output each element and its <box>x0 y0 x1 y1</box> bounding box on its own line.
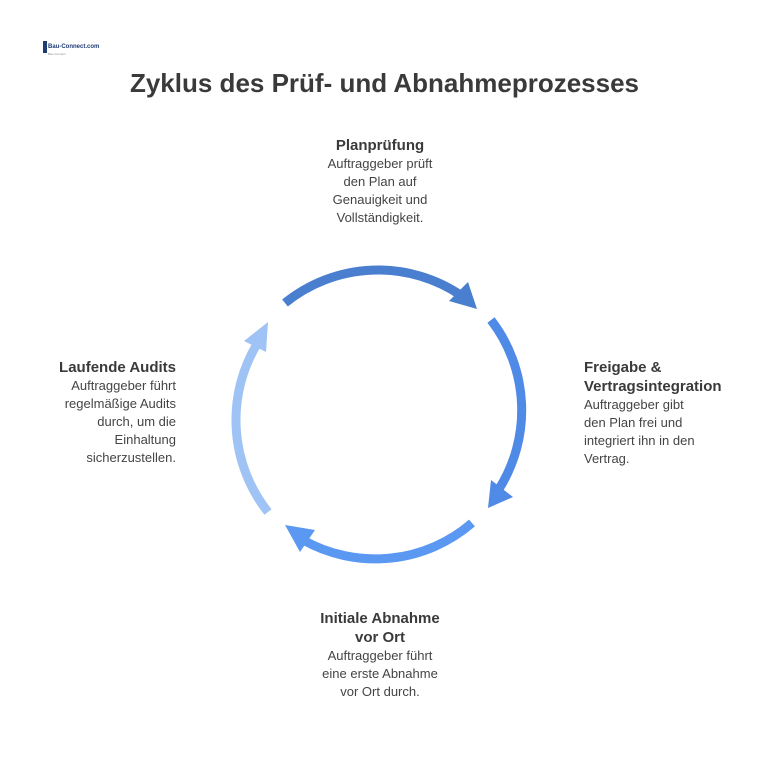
arrow-top-icon <box>449 282 477 309</box>
step-description: Auftraggeber gibt den Plan frei und inte… <box>584 397 695 466</box>
step-initial-acceptance: Initiale Abnahme vor Ort Auftraggeber fü… <box>290 609 470 701</box>
step-approval-contract: Freigabe & Vertragsintegration Auftragge… <box>584 358 764 468</box>
step-plan-review: Planprüfung Auftraggeber prüft den Plan … <box>290 136 470 227</box>
arc-right <box>487 317 527 492</box>
step-description: Auftraggeber prüft den Plan auf Genauigk… <box>327 156 433 225</box>
step-heading: Freigabe & Vertragsintegration <box>584 359 722 395</box>
page-title: Zyklus des Prüf- und Abnahmeprozesses <box>129 68 640 98</box>
arrow-bottom-icon <box>285 525 315 552</box>
logo-text: Bau-Connect.com <box>48 44 100 50</box>
step-description: Auftraggeber führt eine erste Abnahme vo… <box>322 648 438 699</box>
logo-icon <box>43 41 47 53</box>
logo-subtext: Bau-Connect <box>48 52 66 56</box>
arrow-left-icon <box>244 322 268 352</box>
arc-left <box>231 341 272 515</box>
arc-top <box>282 265 465 307</box>
step-heading: Laufende Audits <box>59 359 176 376</box>
step-heading: Planprüfung <box>335 137 425 154</box>
arc-bottom <box>300 519 475 564</box>
step-ongoing-audits: Laufende Audits Auftraggeber führt regel… <box>20 358 176 467</box>
logo: Bau-Connect.com Bau-Connect <box>42 40 99 62</box>
step-description: Auftraggeber führt regelmäßige Audits du… <box>64 378 176 465</box>
step-heading: Initiale Abnahme vor Ort <box>320 610 440 646</box>
arrow-right-icon <box>488 480 513 508</box>
